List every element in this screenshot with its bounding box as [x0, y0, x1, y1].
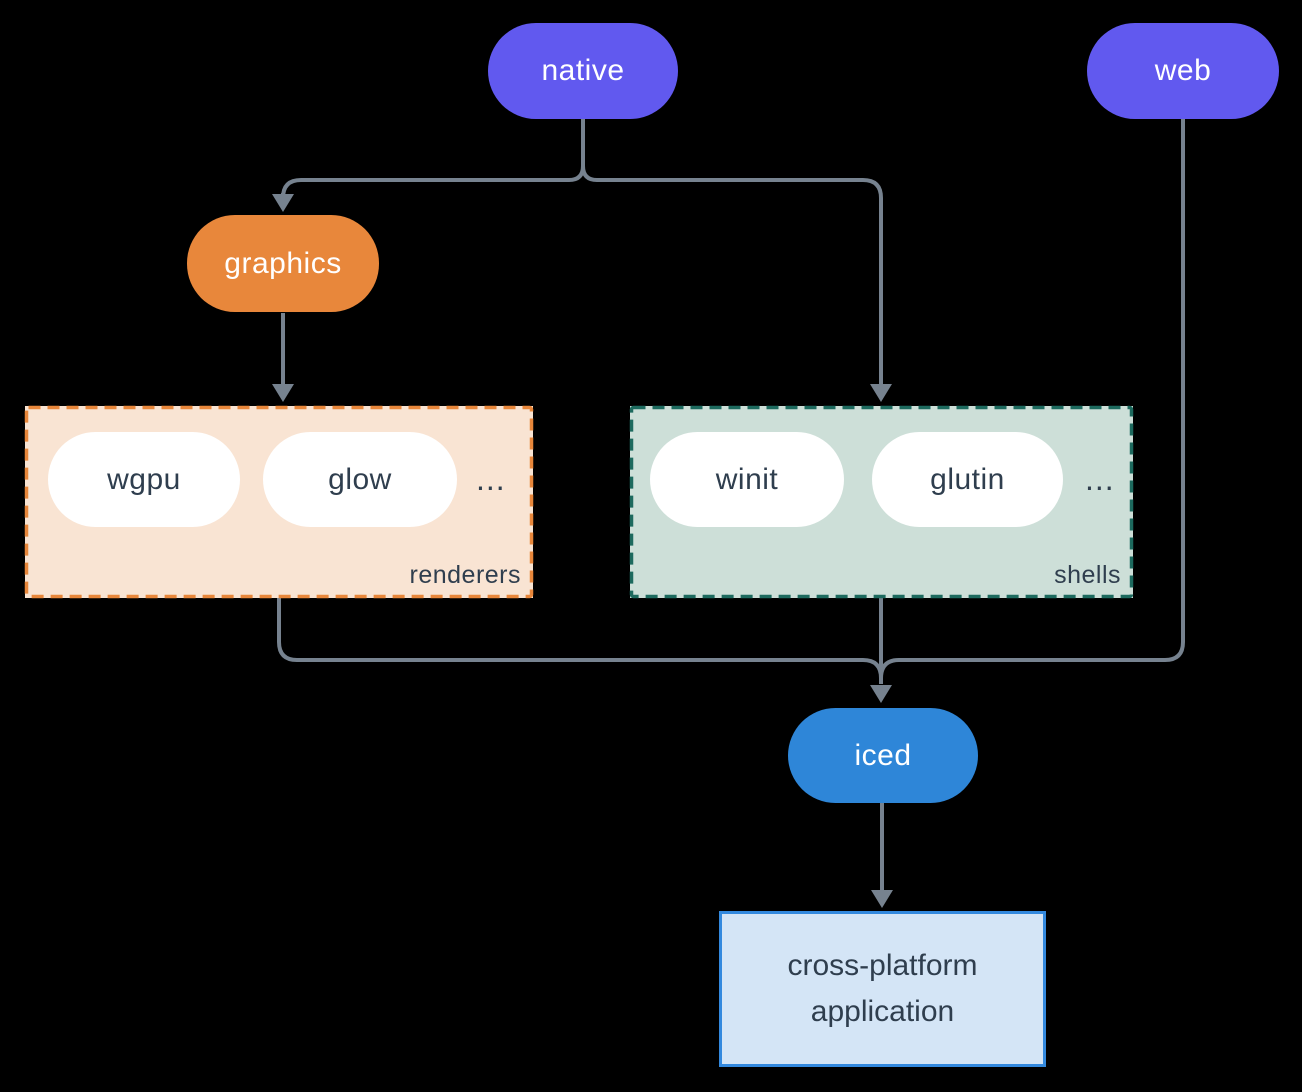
node-cross-platform-application: cross-platform application — [719, 911, 1046, 1067]
edge-native-to-graphics — [281, 119, 585, 199]
edge-renderers-to-iced — [277, 598, 883, 684]
application-label-line1: cross-platform — [787, 949, 978, 982]
arrowhead-into-application — [871, 890, 893, 908]
arrowhead-into-iced — [870, 685, 892, 703]
edge-native-to-shells — [581, 119, 883, 384]
node-wgpu-label: wgpu — [107, 462, 181, 496]
node-wgpu: wgpu — [48, 432, 240, 527]
node-iced-label: iced — [854, 738, 912, 772]
node-glutin-label: glutin — [930, 462, 1005, 496]
arrowhead-into-renderers — [272, 384, 294, 402]
renderers-group-label: renderers — [409, 561, 521, 589]
application-label-line2: application — [810, 995, 955, 1028]
node-web: web — [1087, 23, 1279, 119]
node-glow: glow — [263, 432, 457, 527]
node-graphics-label: graphics — [224, 246, 342, 280]
arrowhead-into-shells — [870, 384, 892, 402]
node-iced: iced — [788, 708, 978, 803]
node-native: native — [488, 23, 678, 119]
renderers-ellipsis: ... — [476, 461, 506, 497]
node-web-label: web — [1154, 54, 1212, 87]
shells-group-label: shells — [1054, 561, 1121, 589]
node-native-label: native — [541, 54, 625, 87]
shells-ellipsis: ... — [1085, 461, 1115, 497]
node-glutin: glutin — [872, 432, 1063, 527]
arrowhead-into-graphics — [272, 194, 294, 212]
renderers-group-box: wgpu glow ... renderers — [25, 406, 533, 598]
node-winit: winit — [650, 432, 844, 527]
node-glow-label: glow — [328, 462, 392, 496]
shells-group-box: winit glutin ... shells — [630, 406, 1133, 598]
node-winit-label: winit — [715, 462, 779, 496]
node-graphics: graphics — [187, 215, 379, 312]
